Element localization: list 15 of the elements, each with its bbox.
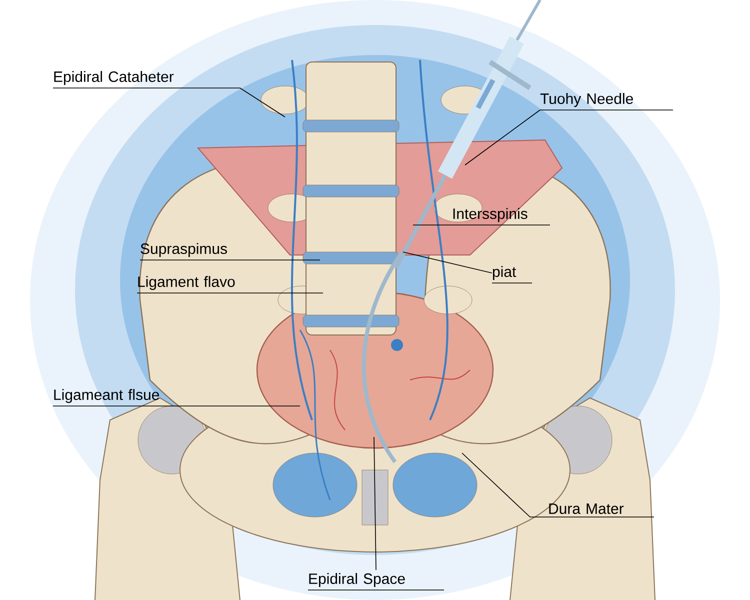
leader-line (374, 436, 376, 570)
leader-line (462, 452, 548, 518)
label: Epidiral Space (308, 573, 444, 590)
label: Dura Mater (548, 504, 654, 518)
label: Supraspimus (140, 243, 262, 260)
leader-line (276, 292, 324, 294)
leader-line (224, 88, 286, 118)
label: Epidiral Cataheter (52, 71, 226, 88)
label: piat (492, 266, 532, 284)
leader-line (464, 110, 540, 166)
label: Tuohy Needle (540, 93, 674, 110)
label: Ligameant flsue (52, 389, 200, 406)
label: Ligament flavo (136, 276, 278, 294)
leader-line (412, 224, 452, 226)
leader-line (402, 252, 492, 274)
